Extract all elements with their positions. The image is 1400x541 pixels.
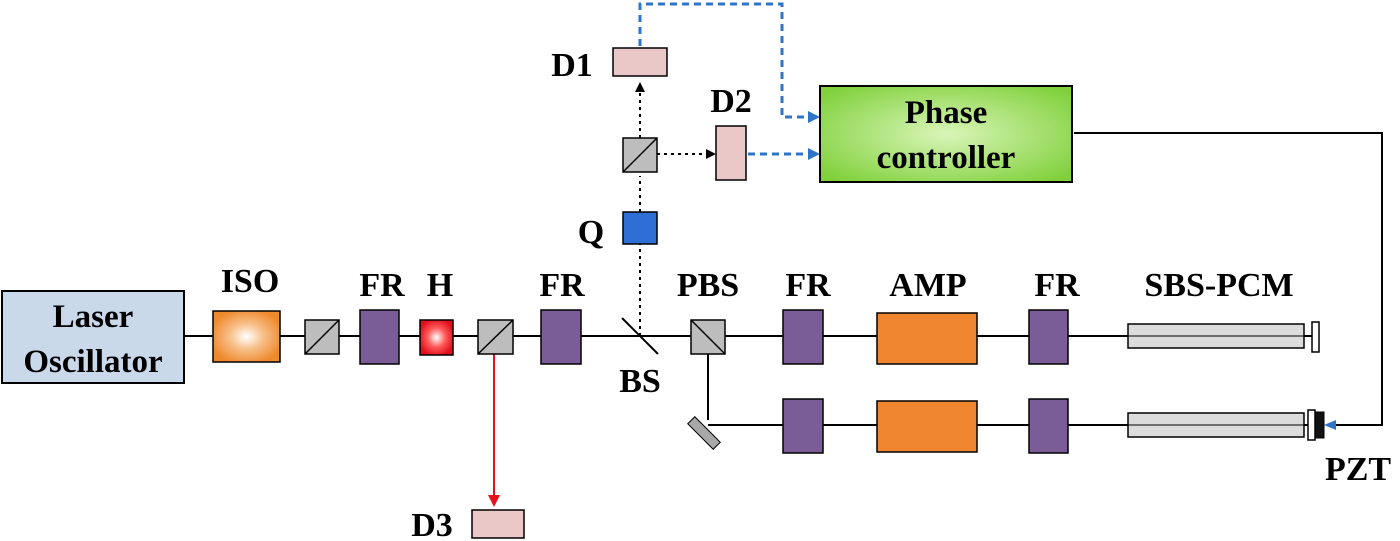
faraday-rotator-lower-1: [782, 398, 824, 454]
sbs-pcm-cell-lower: [1127, 409, 1325, 441]
polarizer-cube-1: [304, 319, 340, 355]
fr2-label: FR: [539, 267, 585, 304]
fr1-label: FR: [359, 267, 405, 304]
laser-label-line1: Laser: [53, 299, 134, 335]
amplifier-lower: [876, 400, 978, 453]
fold-mirror: [687, 416, 721, 450]
laser-label-line2: Oscillator: [23, 344, 162, 380]
bs-label: BS: [619, 363, 661, 400]
quarter-wave-plate-q: [622, 211, 658, 245]
faraday-rotator-lower-2: [1028, 398, 1069, 454]
phase-controller: Phase controller: [819, 85, 1073, 183]
amp-label: AMP: [889, 267, 966, 304]
sbs-pcm-cell-upper: [1127, 321, 1320, 353]
fr4-label: FR: [1034, 267, 1080, 304]
d3-label: D3: [411, 507, 453, 541]
detector-d2: [715, 125, 747, 181]
faraday-rotator-3-upper: [782, 309, 824, 365]
phase-label-line2: controller: [877, 140, 1016, 176]
faraday-rotator-2: [540, 309, 582, 365]
h-label: H: [427, 267, 453, 304]
q-label: Q: [578, 214, 604, 251]
d2-label: D2: [710, 83, 752, 120]
polarizing-beam-splitter: [690, 319, 726, 355]
half-wave-plate-h: [419, 319, 454, 356]
detector-d1: [612, 47, 668, 77]
faraday-rotator-4-upper: [1028, 309, 1069, 365]
amplifier-upper: [876, 312, 978, 365]
iso-label: ISO: [221, 263, 280, 300]
reference-beam-path: [635, 82, 716, 336]
detector-d3: [471, 509, 525, 539]
d1-label: D1: [551, 47, 593, 84]
pzt-control-line: [1074, 132, 1383, 430]
pzt-actuator: [1314, 411, 1325, 439]
polarizer-cube-3: [622, 137, 658, 173]
faraday-rotator-1: [359, 309, 400, 365]
beam-splitter: [621, 317, 659, 355]
sbs-pcm-label: SBS-PCM: [1144, 267, 1293, 304]
detector-feedback-lines: [638, 2, 820, 160]
isolator-box: [212, 310, 281, 363]
fr3-label: FR: [785, 267, 831, 304]
phase-label-line1: Phase: [905, 95, 988, 131]
polarizer-cube-2: [477, 319, 514, 355]
pzt-label: PZT: [1325, 451, 1391, 488]
laser-oscillator: Laser Oscillator: [1, 290, 185, 384]
pbs-label: PBS: [677, 267, 739, 304]
